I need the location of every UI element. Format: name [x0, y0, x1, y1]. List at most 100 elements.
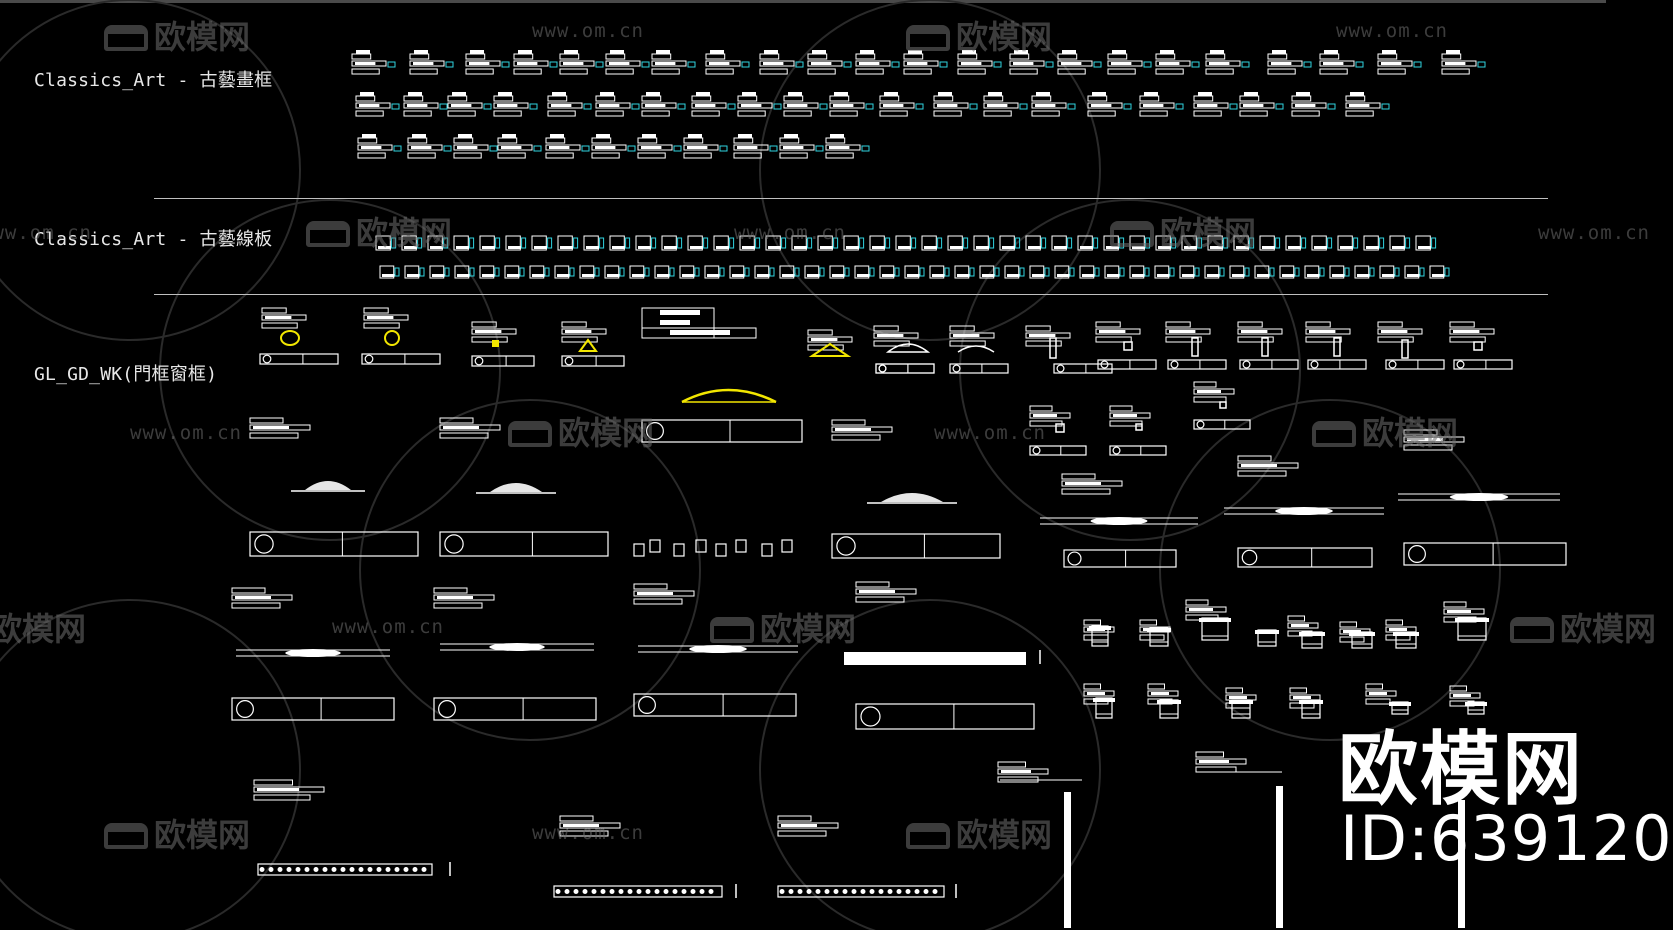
moulding-drawing-entry [754, 265, 775, 279]
sofa-icon [104, 823, 148, 849]
drawing-label-block [1449, 321, 1495, 343]
drawing-label-block [433, 587, 495, 609]
ornament-scroll [957, 345, 995, 353]
watermark-brand: 欧模网 [306, 208, 452, 254]
drawing-label-block [831, 419, 893, 441]
ornament-square [492, 340, 499, 347]
moulding-drawing-entry [505, 235, 527, 251]
watermark-url: www.om.cn [934, 422, 1046, 444]
pilaster [1064, 792, 1071, 928]
frame-drawing-entry [447, 92, 492, 117]
sofa-icon [710, 617, 754, 643]
moulding-drawing-entry [554, 265, 575, 279]
profile-icon [695, 539, 707, 553]
drawing-label-block [807, 329, 853, 351]
drawing-label-block [1095, 321, 1141, 343]
title-block-icon [1237, 547, 1373, 568]
moulding-drawing-entry [635, 235, 657, 251]
moulding-drawing-entry [1129, 265, 1150, 279]
frame-drawing-entry [691, 92, 736, 117]
drawing-label-block [1193, 381, 1235, 403]
frame-drawing-entry [737, 92, 782, 117]
title-block-icon [471, 355, 535, 367]
moulding-drawing-entry [973, 235, 995, 251]
cad-drawing-canvas[interactable] [0, 0, 1606, 930]
drawing-label-block [471, 321, 517, 343]
watermark-ring [759, 0, 1101, 341]
moulding-drawing-entry [1389, 235, 1411, 251]
sofa-icon [906, 25, 950, 51]
frame-drawing-entry [1441, 50, 1486, 75]
watermark-brand: 欧模网 [508, 408, 654, 454]
title-block-icon [949, 363, 1009, 374]
drawing-label-block [855, 581, 917, 603]
sofa-icon [104, 25, 148, 51]
moulding-drawing-entry [843, 235, 865, 251]
column-capital [1093, 697, 1115, 719]
frame-drawing-entry [357, 134, 402, 159]
moulding-drawing-entry [531, 235, 553, 251]
moulding-drawing-entry [453, 235, 475, 251]
frame-drawing-entry [465, 50, 510, 75]
moulding-drawing-entry [729, 265, 750, 279]
ornament-frieze [1224, 507, 1384, 515]
moulding-drawing-entry [1259, 235, 1281, 251]
door-frame-profile [1333, 337, 1341, 357]
watermark-ring [759, 599, 1101, 930]
column-capital [1299, 699, 1323, 719]
column-capital [1393, 631, 1419, 649]
drawing-label-block [1237, 321, 1283, 343]
frame-drawing-entry [497, 134, 542, 159]
moulding-drawing-entry [765, 235, 787, 251]
drawing-label-block [231, 587, 293, 609]
pilaster [1458, 800, 1465, 928]
sofa-icon [306, 221, 350, 247]
moulding-drawing-entry [629, 265, 650, 279]
moulding-drawing-entry [1181, 235, 1203, 251]
ornament-pediment [808, 342, 852, 357]
title-block-icon [831, 533, 1001, 559]
profile-icon [761, 543, 773, 557]
moulding-drawing-entry [479, 265, 500, 279]
door-frame-profile [1473, 341, 1483, 351]
ornament-frieze [440, 643, 594, 651]
decorative-strip [777, 885, 945, 898]
moulding-drawing-entry [1079, 265, 1100, 279]
drawing-label-block [1365, 683, 1397, 705]
column-capital [1199, 617, 1231, 641]
frame-drawing-entry [591, 134, 636, 159]
column-capital [1157, 699, 1181, 719]
moulding-drawing-entry [829, 265, 850, 279]
moulding-drawing-entry [879, 265, 900, 279]
title-block-icon [561, 355, 625, 367]
frame-drawing-entry [957, 50, 1002, 75]
moulding-drawing-entry [1429, 265, 1450, 279]
section-divider-line [154, 294, 1548, 295]
column-capital [1089, 625, 1111, 647]
moulding-drawing-entry [604, 265, 625, 279]
moulding-drawing-entry [1404, 265, 1425, 279]
moulding-drawing-entry [817, 235, 839, 251]
moulding-drawing-entry [1254, 265, 1275, 279]
section-divider-line [154, 198, 1548, 199]
frame-drawing-entry [559, 50, 604, 75]
ornament-frieze [1398, 493, 1560, 501]
door-frame-profile [1219, 401, 1227, 409]
watermark-brand: 欧模网 [906, 12, 1052, 58]
frame-drawing-entry [705, 50, 750, 75]
sofa-icon [508, 421, 552, 447]
frame-drawing-entry [637, 134, 682, 159]
moulding-drawing-entry [1104, 265, 1125, 279]
frame-drawing-entry [1031, 92, 1076, 117]
om-logo: 欧模网 [1338, 723, 1584, 816]
moulding-drawing-entry [1415, 235, 1437, 251]
door-frame-profile [1123, 341, 1133, 351]
drawing-label-block [1237, 455, 1299, 477]
frame-drawing-entry [1087, 92, 1132, 117]
frame-drawing-entry [1267, 50, 1312, 75]
moulding-drawing-entry [869, 235, 891, 251]
moulding-drawing-entry [1363, 235, 1385, 251]
moulding-drawing-entry [679, 265, 700, 279]
title-block-icon [1109, 445, 1167, 456]
drawing-label-block [1403, 429, 1465, 451]
